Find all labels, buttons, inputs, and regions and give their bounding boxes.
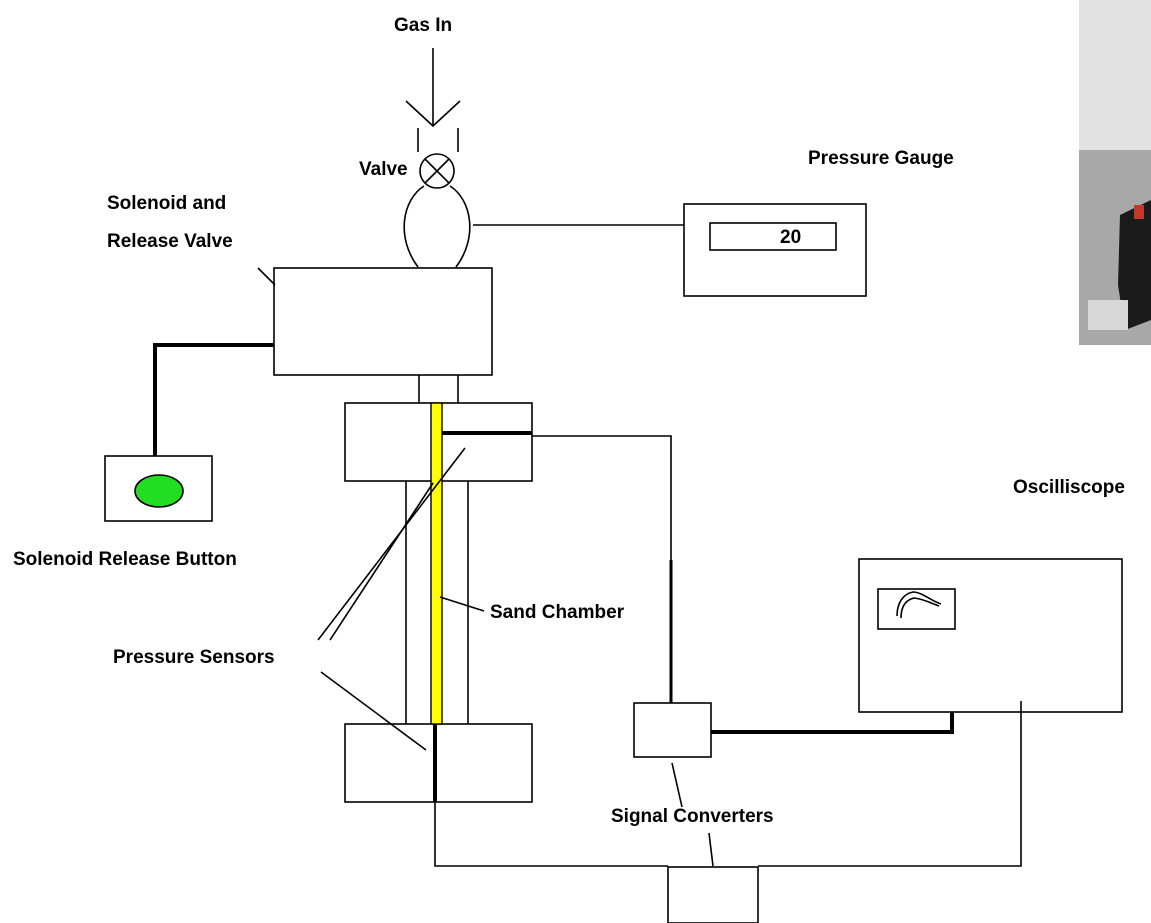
gas-in-label: Gas In — [394, 15, 452, 36]
sand-chamber-label: Sand Chamber — [490, 602, 625, 623]
solenoid-label-line1: Solenoid and — [107, 193, 226, 214]
valve-label: Valve — [359, 159, 408, 180]
sand-chamber — [431, 403, 442, 724]
solenoid-pointer — [258, 268, 275, 285]
button-wire — [155, 345, 274, 457]
pressure-gauge-label: Pressure Gauge — [808, 148, 954, 169]
solenoid-label-line2: Release Valve — [107, 231, 233, 252]
lower-sensor-block — [345, 724, 532, 802]
valve-symbol — [404, 128, 470, 267]
pressure-gauge-box — [684, 204, 866, 296]
photo-thumbnail — [1079, 0, 1151, 345]
signal-converters-label: Signal Converters — [611, 806, 774, 827]
oscilloscope-label: Oscilliscope — [1013, 477, 1125, 498]
solenoid-release-button-label: Solenoid Release Button — [13, 549, 237, 570]
pressure-sensors-label: Pressure Sensors — [113, 647, 275, 668]
signal-converter-2 — [668, 867, 758, 923]
signal-converter-1 — [634, 703, 711, 757]
converter2-to-scope-wire — [758, 701, 1021, 866]
solenoid-release-valve-box — [274, 268, 492, 375]
solenoid-release-button — [135, 475, 183, 507]
upper-sensor-wire — [532, 436, 671, 703]
connector-tube — [419, 375, 458, 403]
oscilloscope-box — [859, 559, 1122, 712]
gauge-reading: 20 — [780, 227, 801, 248]
gas-in-arrow — [406, 48, 460, 126]
pointer-lines — [318, 448, 713, 866]
